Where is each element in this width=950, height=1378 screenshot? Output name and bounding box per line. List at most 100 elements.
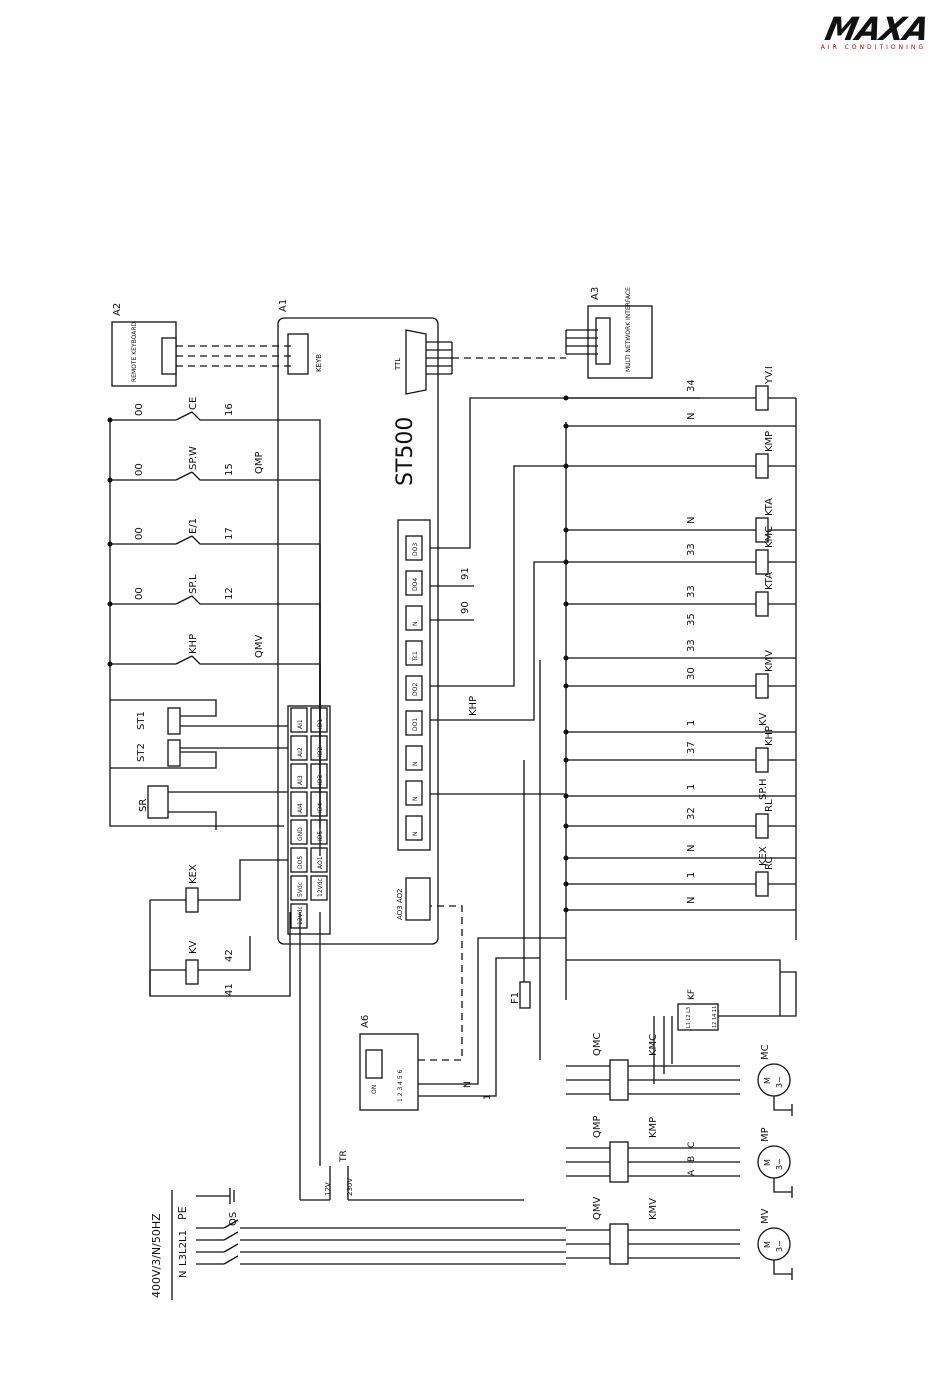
do4-terminal-91: 91 (460, 567, 471, 580)
kv-terminal-41: 41 (224, 983, 235, 996)
st2-wiring (110, 747, 288, 769)
relay-kf (677, 1003, 719, 1031)
input-component-label: E/1 (188, 518, 199, 534)
motor-leads (628, 1065, 740, 1095)
terminal-cell (290, 819, 308, 845)
contactor-label: KMP (648, 1117, 659, 1138)
supply-pe: PE (176, 1206, 189, 1220)
f1-label: F1 (510, 992, 521, 1004)
sr-wiring (168, 791, 288, 830)
output-wire-number: 30 (686, 667, 697, 680)
output-cell-label: N (412, 797, 419, 802)
a6-on: ON (371, 1085, 378, 1094)
output-cell (405, 640, 423, 666)
motor-m: M (763, 1241, 772, 1248)
a2-label: REMOTE KEYBOARD (131, 321, 138, 382)
network-interface-a3: A3 MULTI NETWORK INTERFACE (426, 287, 653, 379)
controller-model: ST500 (393, 417, 418, 486)
terminal-cell (310, 735, 328, 761)
terminal-cell (290, 791, 308, 817)
motor-leads (628, 1229, 740, 1259)
output-device-label: RC (764, 857, 775, 870)
tr-label: TR (339, 1150, 349, 1163)
remote-keyboard-a2: A2 REMOTE KEYBOARD (111, 303, 295, 387)
a6-n: N (463, 1081, 473, 1088)
output-cell (405, 535, 423, 561)
motor-feed (566, 1229, 610, 1259)
output-cell (405, 605, 423, 631)
output-wire-number: 35 (686, 613, 697, 626)
qs-label: QS (228, 1212, 239, 1226)
input-component-label: SP.W (188, 446, 199, 470)
logo-tagline: AIR CONDITIONING (820, 44, 926, 51)
junction-dot (563, 855, 569, 861)
motor-label: MV (760, 1208, 771, 1224)
breaker-box (609, 1059, 629, 1101)
output-cell (405, 815, 423, 841)
terminal-cell (290, 875, 308, 901)
terminal-cell (290, 903, 308, 929)
a1-ref: A1 (278, 299, 289, 312)
qs-contact (223, 1255, 239, 1265)
output-contact-label: KV (758, 712, 769, 726)
output-cell-label: N (412, 622, 419, 627)
supply-phase-label: L1 (178, 1230, 189, 1242)
input-contact (175, 655, 193, 665)
input-contact (175, 411, 193, 421)
junction-dot (563, 527, 569, 533)
motor-feed (566, 1147, 610, 1177)
st1-label: ST1 (136, 711, 147, 730)
terminal-label: AI2 (297, 747, 304, 757)
motor-label: MP (760, 1127, 771, 1142)
input-wire-number: 00 (134, 587, 145, 600)
output-wire-number: 1 (686, 720, 697, 726)
terminal-label: 12Vdc (317, 878, 324, 897)
motor-m: M (763, 1077, 772, 1084)
terminal-cell (290, 707, 308, 733)
controller-output-wires (430, 397, 700, 795)
output-cell (405, 675, 423, 701)
motor-phase-symbol: 3~ (775, 1076, 784, 1088)
maxa-logo: MAXA AIR CONDITIONING (778, 10, 932, 52)
output-device-label: YV.I (764, 366, 775, 385)
breaker-box (609, 1141, 629, 1183)
input-common-bus (109, 420, 284, 827)
junction-dot (107, 417, 113, 423)
motor-feed (566, 1065, 610, 1095)
coil-kv (185, 959, 199, 985)
coil-kex (185, 887, 199, 913)
output-feeds (523, 660, 541, 1060)
input-aux-label: QMV (254, 635, 265, 658)
junction-dot (563, 881, 569, 887)
output-cell-label: N (412, 832, 419, 837)
terminal-cell (310, 819, 328, 845)
breaker-label: QMV (592, 1197, 603, 1220)
output-cell (405, 780, 423, 806)
kf-wiring (566, 959, 797, 1084)
output-device (755, 813, 769, 839)
motor-phase-label: B (687, 1156, 697, 1162)
supply-phase-label: L2 (178, 1242, 189, 1254)
tr-primary: 230V (346, 1178, 354, 1196)
do4-terminal-90: 90 (460, 601, 471, 614)
input-component-label: KHP (188, 634, 199, 654)
output-cell (405, 710, 423, 736)
input-row-wire (110, 655, 321, 720)
junction-dot (107, 601, 113, 607)
sr-label: SR (138, 799, 149, 812)
output-contact-label: KEX (758, 846, 769, 866)
terminal-label: GND (297, 827, 304, 841)
a2-ref: A2 (112, 303, 123, 316)
breaker-box (609, 1223, 629, 1265)
output-wire-number: N (686, 413, 697, 420)
qs-contact (223, 1243, 239, 1253)
supply-phase-label: L3 (178, 1254, 189, 1266)
input-wire-number: 00 (134, 403, 145, 416)
qs-contact (223, 1231, 239, 1241)
keyb-socket (287, 333, 309, 375)
a6-dip (365, 1049, 383, 1079)
terminal-cell (310, 875, 328, 901)
